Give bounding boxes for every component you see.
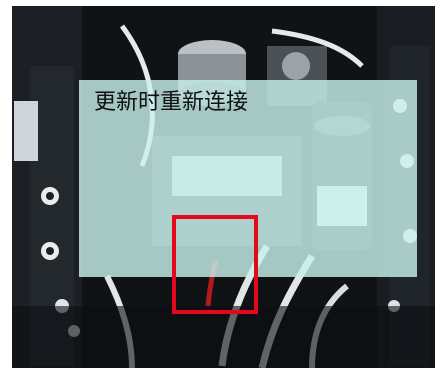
highlight-box — [172, 215, 258, 314]
caption-overlay-panel — [79, 80, 417, 277]
caption-text: 更新时重新连接 — [94, 90, 249, 115]
